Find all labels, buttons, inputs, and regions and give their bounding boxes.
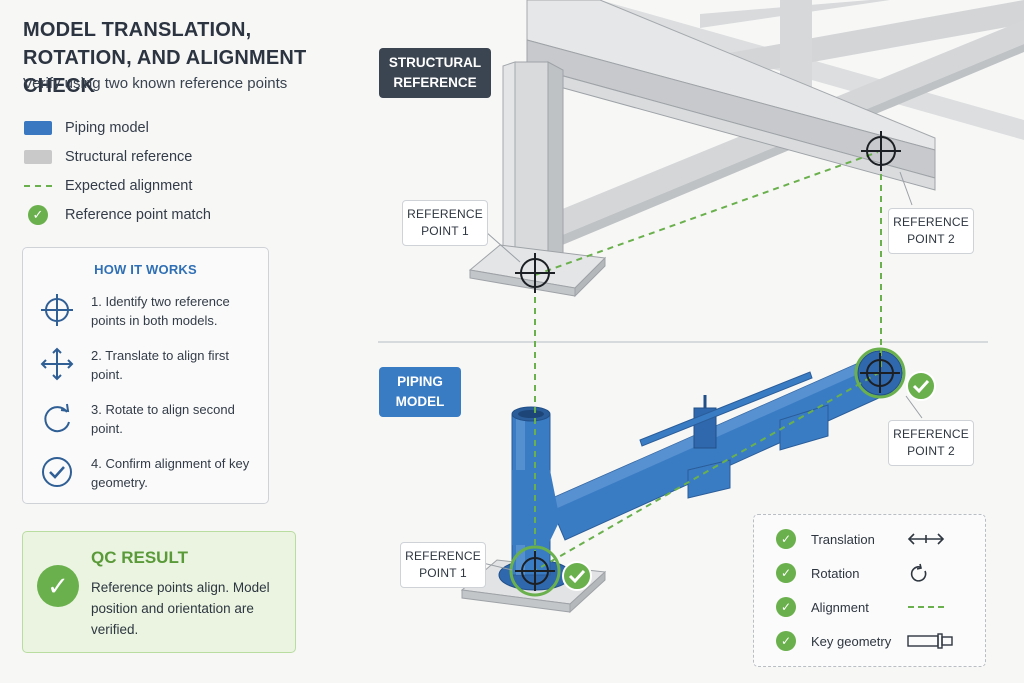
summary-label: Translation bbox=[811, 531, 875, 547]
summary-label: Key geometry bbox=[811, 633, 892, 649]
callout-struct-ref-2: REFERENCE POINT 2 bbox=[888, 208, 974, 254]
legend: Piping model Structural reference Expect… bbox=[23, 113, 323, 229]
legend-label: Expected alignment bbox=[65, 177, 193, 194]
summary-checklist: ✓ Translation ✓ Rotation ✓ Alignment ✓ K… bbox=[753, 514, 986, 667]
summary-item-key-geometry: ✓ Key geometry bbox=[776, 629, 976, 653]
check-circle-icon: ✓ bbox=[37, 565, 79, 607]
gray-swatch-icon bbox=[24, 149, 52, 164]
step-1: 1. Identify two reference points in both… bbox=[37, 290, 262, 330]
move-arrows-icon bbox=[40, 347, 74, 381]
legend-item-piping: Piping model bbox=[23, 113, 323, 142]
qc-result-title: QC RESULT bbox=[91, 548, 188, 567]
piping-model-tag: PIPING MODEL bbox=[379, 367, 461, 417]
crosshair-struct-1 bbox=[515, 253, 555, 293]
summary-item-rotation: ✓ Rotation bbox=[776, 561, 976, 585]
check-circle-icon: ✓ bbox=[776, 631, 796, 651]
match-check-icon-2 bbox=[906, 371, 936, 401]
how-it-works-panel: HOW IT WORKS 1. Identify two reference p… bbox=[22, 247, 269, 504]
page-title: MODEL TRANSLATION, ROTATION, AND ALIGNME… bbox=[23, 19, 307, 97]
check-circle-icon: ✓ bbox=[28, 204, 48, 225]
check-circle-icon: ✓ bbox=[776, 597, 796, 617]
check-circle-icon bbox=[42, 457, 72, 487]
legend-label: Structural reference bbox=[65, 148, 193, 165]
step-text: 4. Confirm alignment of key geometry. bbox=[91, 456, 250, 490]
double-arrow-icon bbox=[907, 533, 945, 545]
how-it-works-title: HOW IT WORKS bbox=[94, 262, 197, 277]
callout-pipe-ref-1: REFERENCE POINT 1 bbox=[400, 542, 486, 588]
rotate-arrow-icon bbox=[910, 563, 927, 582]
check-circle-icon: ✓ bbox=[776, 563, 796, 583]
green-dash-icon bbox=[908, 606, 944, 608]
step-text: 1. Identify two reference points in both… bbox=[91, 294, 230, 328]
crosshair-pipe-1 bbox=[509, 545, 561, 597]
page-subtitle: Verify using two known reference points bbox=[23, 75, 288, 92]
legend-item-match: ✓ Reference point match bbox=[23, 200, 323, 229]
qc-result-text: Reference points align. Model position a… bbox=[91, 580, 270, 637]
callout-pipe-ref-2: REFERENCE POINT 2 bbox=[888, 420, 974, 466]
legend-label: Piping model bbox=[65, 119, 149, 136]
pipe-segment-icon bbox=[907, 633, 953, 649]
summary-label: Alignment bbox=[811, 599, 869, 615]
legend-item-alignment: Expected alignment bbox=[23, 171, 323, 200]
summary-item-translation: ✓ Translation bbox=[776, 527, 976, 551]
crosshair-pipe-2 bbox=[854, 347, 906, 399]
rotate-icon bbox=[44, 403, 70, 433]
step-text: 2. Translate to align first point. bbox=[91, 348, 230, 382]
check-circle-icon: ✓ bbox=[776, 529, 796, 549]
callout-struct-ref-1: REFERENCE POINT 1 bbox=[402, 200, 488, 246]
structural-steel bbox=[468, 0, 1024, 298]
alignment-lines bbox=[534, 151, 882, 571]
legend-label: Reference point match bbox=[65, 206, 211, 223]
step-4: 4. Confirm alignment of key geometry. bbox=[37, 452, 262, 492]
blue-swatch-icon bbox=[24, 120, 52, 135]
summary-item-alignment: ✓ Alignment bbox=[776, 595, 976, 619]
step-2: 2. Translate to align first point. bbox=[37, 344, 262, 384]
crosshair-icon bbox=[41, 294, 73, 326]
crosshair-struct-2 bbox=[861, 131, 901, 171]
qc-result-panel: ✓ QC RESULT Reference points align. Mode… bbox=[22, 531, 296, 653]
step-text: 3. Rotate to align second point. bbox=[91, 402, 235, 436]
step-3: 3. Rotate to align second point. bbox=[37, 398, 262, 438]
summary-label: Rotation bbox=[811, 565, 860, 581]
legend-item-structural: Structural reference bbox=[23, 142, 323, 171]
structural-reference-tag: STRUCTURAL REFERENCE bbox=[379, 48, 491, 98]
match-check-icon-1 bbox=[562, 561, 592, 591]
piping-model bbox=[460, 350, 903, 614]
dash-line-icon bbox=[24, 184, 52, 187]
